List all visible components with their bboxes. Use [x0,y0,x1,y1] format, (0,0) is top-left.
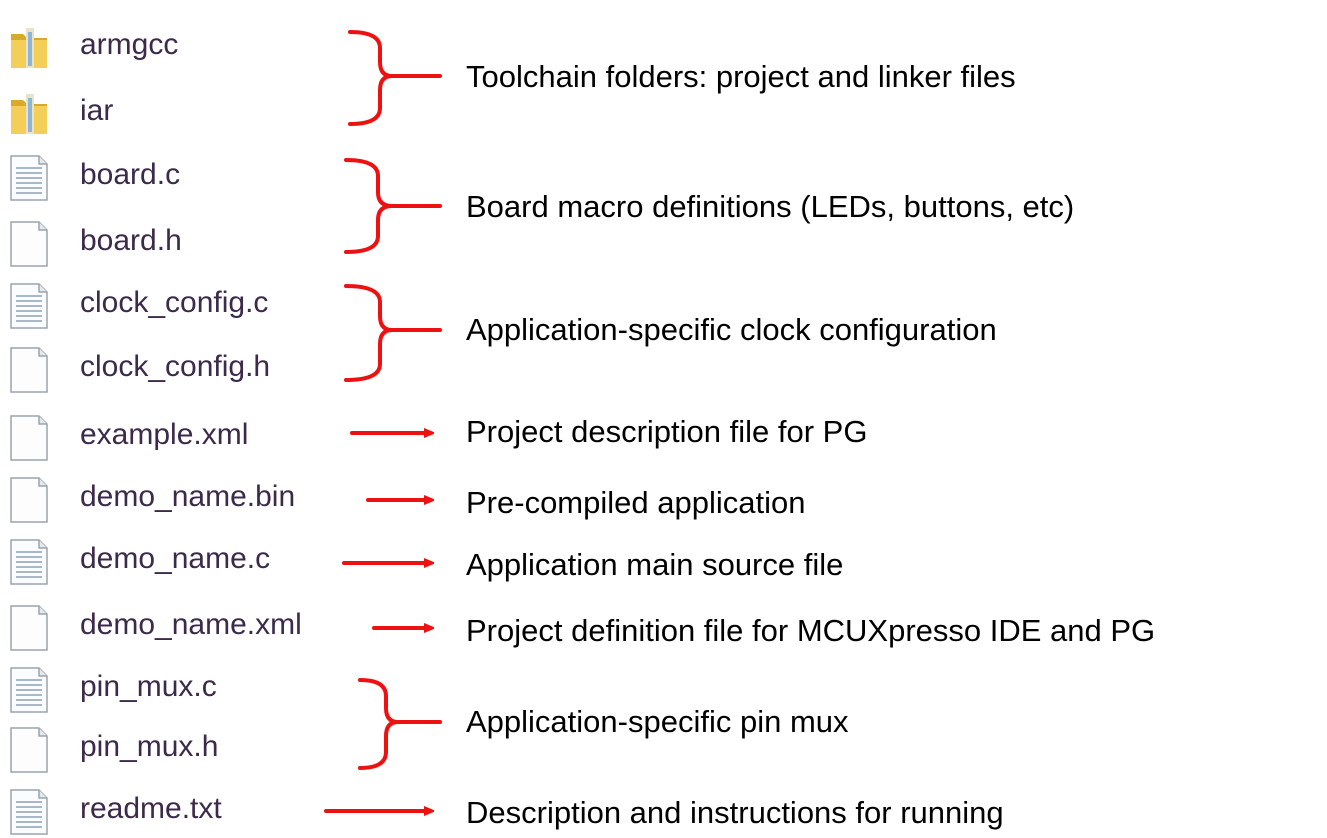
file-name: iar [80,94,114,127]
file-item-board-h[interactable]: board.h [0,216,380,267]
file-item-pin-mux-c[interactable]: pin_mux.c [0,662,380,713]
file-name: board.h [80,224,182,257]
blank-file-icon [10,347,48,393]
blank-file-icon [10,477,48,523]
file-name: clock_config.c [80,286,269,319]
blank-file-icon [10,221,48,267]
desc-example-xml: Project description file for PG [466,414,868,449]
file-name: demo_name.c [80,542,271,575]
file-name: board.c [80,158,181,191]
file-item-demo-name-bin[interactable]: demo_name.bin [0,472,380,523]
desc-demo-name-c: Application main source file [466,547,844,582]
file-name: demo_name.bin [80,480,296,513]
desc-demo-name-bin: Pre-compiled application [466,485,806,520]
file-name: pin_mux.c [80,670,217,703]
file-name: pin_mux.h [80,730,219,763]
blank-file-icon [10,727,48,773]
brace-clock [344,284,442,382]
text-file-icon [10,155,48,201]
file-name: clock_config.h [80,350,271,383]
desc-board: Board macro definitions (LEDs, buttons, … [466,189,1075,224]
text-file-icon [10,283,48,329]
text-file-icon [10,789,48,835]
file-item-armgcc[interactable]: armgcc [0,20,380,70]
desc-readme: Description and instructions for running [466,795,1004,830]
text-file-icon [10,667,48,713]
blank-file-icon [10,605,48,651]
file-item-iar[interactable]: iar [0,86,380,136]
file-item-clock-config-c[interactable]: clock_config.c [0,278,380,329]
text-file-icon [10,539,48,585]
desc-demo-name-xml: Project definition file for MCUXpresso I… [466,613,1156,648]
file-name: readme.txt [80,792,222,825]
file-name: armgcc [80,28,179,61]
blank-file-icon [10,415,48,461]
file-item-clock-config-h[interactable]: clock_config.h [0,342,380,393]
file-item-pin-mux-h[interactable]: pin_mux.h [0,722,380,773]
folder-icon [11,28,47,68]
file-item-demo-name-xml[interactable]: demo_name.xml [0,600,380,651]
desc-clock: Application-specific clock configuration [466,312,997,347]
file-name: example.xml [80,418,249,451]
file-item-demo-name-c[interactable]: demo_name.c [0,534,380,585]
file-item-readme-txt[interactable]: readme.txt [0,784,380,835]
desc-toolchain: Toolchain folders: project and linker fi… [466,59,1016,94]
brace-board [344,158,442,254]
brace-pin-mux [358,678,442,770]
desc-pin-mux: Application-specific pin mux [466,704,849,739]
brace-toolchain [348,30,442,126]
folder-icon [11,94,47,134]
file-name: demo_name.xml [80,608,302,641]
file-item-example-xml[interactable]: example.xml [0,410,380,461]
file-item-board-c[interactable]: board.c [0,150,380,201]
